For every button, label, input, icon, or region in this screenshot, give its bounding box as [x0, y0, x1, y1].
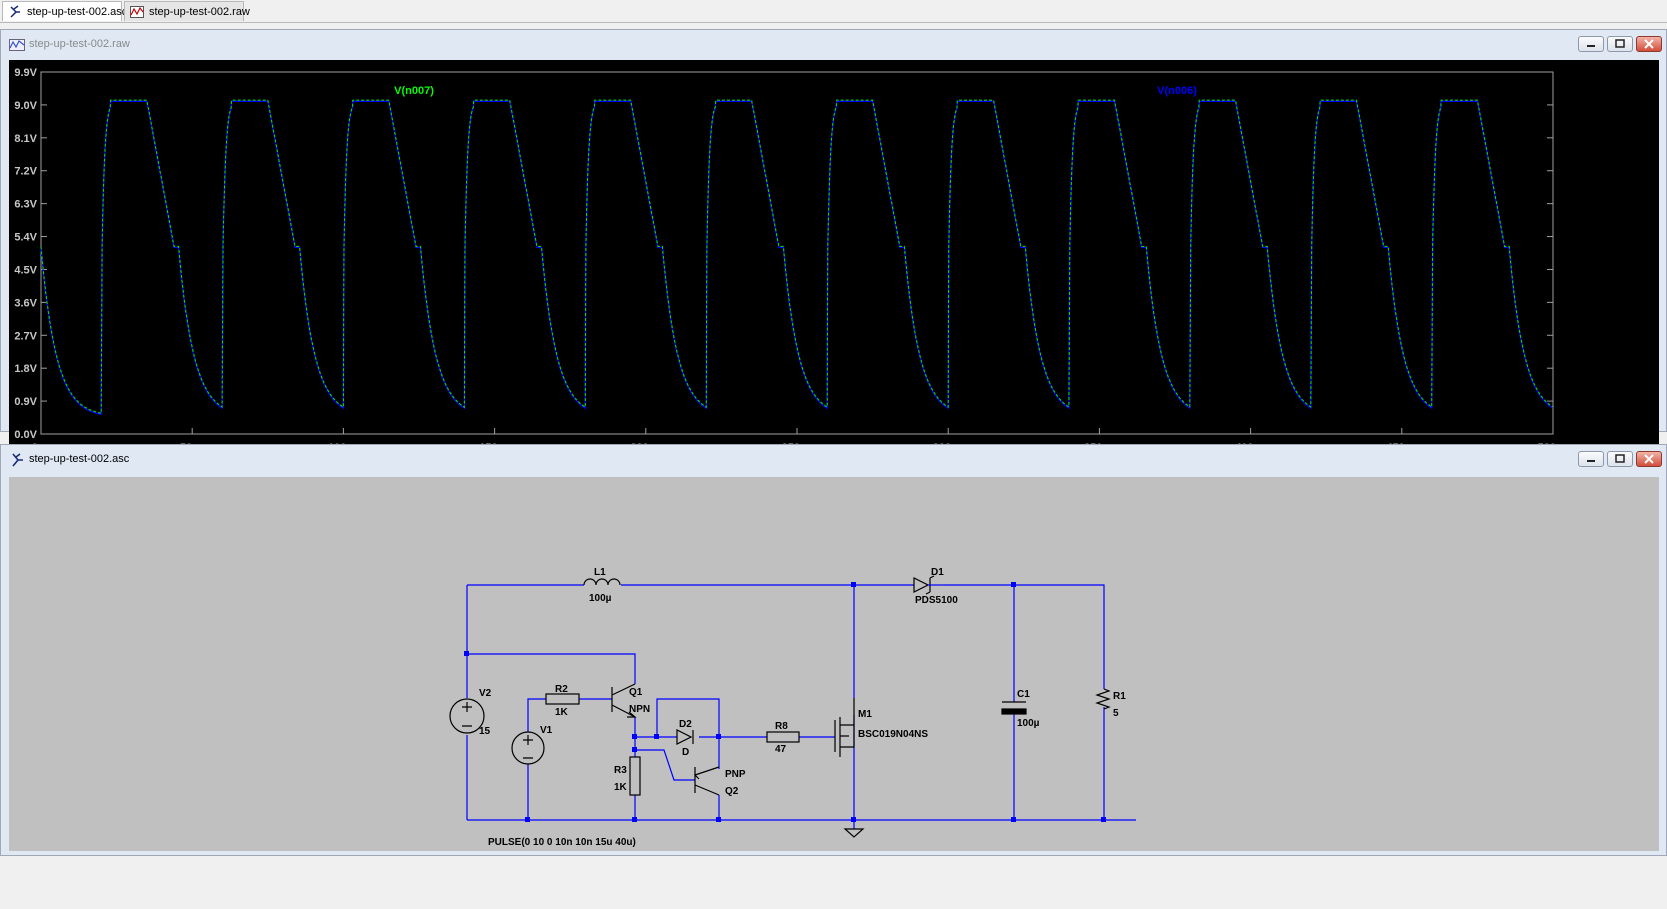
minimize-icon	[1587, 460, 1595, 462]
y-tick-label: 2.7V	[14, 330, 37, 342]
schematic-titlebar[interactable]: step-up-test-002.asc	[1, 445, 1666, 475]
components	[449, 575, 1111, 838]
wire-junctions	[464, 582, 1106, 822]
m1-value-label: BSC019N04NS	[858, 729, 928, 740]
schematic-icon	[10, 5, 20, 18]
tab-waveform-label: step-up-test-002.raw	[149, 6, 250, 18]
restore-button[interactable]	[1607, 451, 1633, 467]
schematic-canvas[interactable]: L1 100µ D1 PDS5100 C1 100µ R1 5 V2 15 V1…	[9, 477, 1659, 851]
y-tick-label: 8.1V	[14, 133, 37, 145]
tab-schematic[interactable]: step-up-test-002.asc	[2, 1, 127, 21]
voltage-source-v2	[449, 698, 485, 734]
y-tick-label: 7.2V	[14, 166, 37, 178]
minimize-button[interactable]	[1578, 36, 1604, 52]
legend-series-1: V(n007)	[394, 85, 434, 97]
tab-waveform[interactable]: step-up-test-002.raw	[124, 1, 250, 21]
restore-icon	[1615, 39, 1625, 48]
ground-symbol	[843, 828, 865, 838]
y-tick-label: 6.3V	[14, 199, 37, 211]
y-tick-label: 0.0V	[14, 429, 37, 441]
resistor-r3	[629, 756, 641, 796]
c1-name-label: C1	[1017, 689, 1030, 700]
v2-value-label: 15	[479, 726, 491, 737]
series-v-n007-line	[40, 99, 1554, 415]
mosfet-m1	[834, 698, 855, 757]
d1-value-label: PDS5100	[915, 595, 958, 606]
q2-value-label: PNP	[725, 769, 746, 780]
y-tick-label: 9.9V	[14, 67, 37, 79]
y-tick-label: 0.9V	[14, 396, 37, 408]
resistor-r2	[545, 693, 580, 705]
schematic-window: step-up-test-002.asc	[0, 444, 1667, 856]
restore-icon	[1615, 454, 1625, 463]
c1-value-label: 100µ	[1017, 718, 1040, 729]
waveform-icon	[9, 39, 25, 51]
d2-name-label: D2	[679, 719, 692, 730]
l1-name-label: L1	[594, 567, 606, 578]
y-tick-label: 9.0V	[14, 100, 37, 112]
close-icon	[1644, 39, 1654, 49]
r1-name-label: R1	[1113, 691, 1126, 702]
r1-value-label: 5	[1113, 708, 1119, 719]
d1-name-label: D1	[931, 567, 944, 578]
waveform-plot: 9.9V 9.0V 8.1V 7.2V 6.3V 5.4V 4.5V 3.6V 2.7V 1.8V…	[14, 67, 1568, 454]
resistor-r8	[766, 731, 800, 743]
waveform-icon	[130, 6, 144, 18]
waveform-titlebar[interactable]: step-up-test-002.raw	[1, 30, 1666, 60]
plot-frame	[40, 71, 1554, 435]
inductor-l1	[583, 578, 621, 586]
minimize-button[interactable]	[1578, 451, 1604, 467]
schematic-drawing: L1 100µ D1 PDS5100 C1 100µ R1 5 V2 15 V1…	[449, 567, 1136, 848]
y-tick-label: 1.8V	[14, 363, 37, 375]
schematic-icon	[12, 453, 23, 467]
waveform-plot-area[interactable]: 9.9V 9.0V 8.1V 7.2V 6.3V 5.4V 4.5V 3.6V 2.7V 1.8V…	[9, 60, 1659, 460]
y-tick-label: 3.6V	[14, 297, 37, 309]
minimize-icon	[1587, 45, 1595, 47]
tab-schematic-label: step-up-test-002.asc	[27, 6, 128, 18]
resistor-r1	[1095, 688, 1111, 710]
r8-value-label: 47	[775, 744, 787, 755]
v2-name-label: V2	[479, 688, 492, 699]
component-labels: L1 100µ D1 PDS5100 C1 100µ R1 5 V2 15 V1…	[479, 567, 1126, 848]
transistor-q1	[611, 683, 637, 718]
transistor-q2	[693, 766, 720, 796]
waveform-window-controls	[1575, 36, 1662, 54]
d2-value-label: D	[682, 747, 689, 758]
q2-name-label: Q2	[725, 786, 739, 797]
document-tab-bar: step-up-test-002.asc step-up-test-002.ra…	[0, 0, 1667, 23]
close-button[interactable]	[1636, 36, 1662, 52]
diode-d2	[676, 729, 694, 745]
series-v-n006-line	[40, 100, 1554, 416]
waveform-window: step-up-test-002.raw 9.9V 9.0V 8.1V 7.2V 6.3…	[0, 29, 1667, 460]
legend-series-2: V(n006)	[1157, 85, 1197, 97]
v1-name-label: V1	[540, 725, 553, 736]
close-icon	[1644, 454, 1654, 464]
schematic-window-title: step-up-test-002.asc	[29, 453, 130, 465]
waveform-window-title: step-up-test-002.raw	[29, 38, 130, 50]
r2-value-label: 1K	[555, 707, 569, 718]
restore-button[interactable]	[1607, 36, 1633, 52]
q1-value-label: NPN	[629, 704, 650, 715]
r8-name-label: R8	[775, 721, 788, 732]
wires	[466, 584, 1136, 829]
y-tick-label: 4.5V	[14, 264, 37, 276]
q1-name-label: Q1	[629, 687, 643, 698]
close-button[interactable]	[1636, 451, 1662, 467]
y-tick-label: 5.4V	[14, 232, 37, 244]
r3-name-label: R3	[614, 765, 627, 776]
r3-value-label: 1K	[614, 782, 628, 793]
r2-name-label: R2	[555, 684, 568, 695]
l1-value-label: 100µ	[589, 593, 612, 604]
schematic-window-controls	[1575, 451, 1662, 469]
v1-value-label: PULSE(0 10 0 10n 10n 15u 40u)	[488, 837, 636, 848]
m1-name-label: M1	[858, 709, 872, 720]
voltage-source-v1	[511, 731, 545, 765]
